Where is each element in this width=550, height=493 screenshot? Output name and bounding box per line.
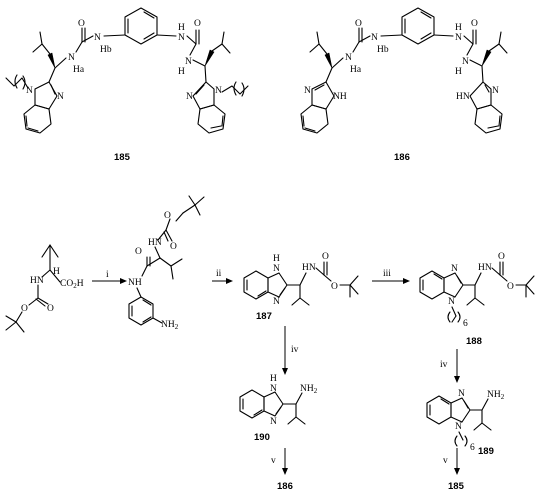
arrowhead: [403, 278, 410, 284]
arrowhead: [454, 468, 460, 475]
atom-n: N: [178, 33, 185, 43]
atom-o: O: [194, 19, 201, 29]
atom-n: N: [462, 57, 469, 67]
structure-188: N N HN O O 6 188: [419, 252, 535, 347]
atom-h: H: [455, 23, 462, 33]
structure-186: N Hb O N Ha N NH N H O N H: [300, 7, 508, 163]
atom-h: H: [178, 67, 185, 77]
atom-nh: NH: [333, 92, 347, 102]
step-label-v: v: [271, 456, 276, 466]
atom-o: O: [471, 19, 478, 29]
atom-hb: Hb: [100, 45, 112, 55]
atom-h: H: [178, 23, 185, 33]
atom-o: O: [47, 304, 54, 314]
step-label-iv: iv: [291, 345, 299, 355]
atom-n: N: [371, 33, 378, 43]
atom-n: N: [455, 33, 462, 43]
atom-n: N: [94, 33, 101, 43]
atom-h: H: [270, 374, 277, 384]
compound-number: 190: [254, 432, 270, 443]
atom-o: O: [164, 211, 171, 221]
atom-n: N: [68, 53, 75, 63]
step-label-iv: iv: [440, 360, 448, 370]
arrowhead: [120, 278, 127, 284]
atom-hn: HN: [478, 263, 492, 273]
compound-number: 189: [478, 446, 494, 457]
compound-number: 186: [277, 481, 293, 492]
atom-o: O: [322, 252, 329, 262]
atom-o: O: [507, 282, 514, 292]
chain-length: 6: [463, 319, 468, 329]
atom-nh2: NH2: [161, 320, 179, 331]
arrowhead: [454, 376, 460, 383]
atom-n: N: [270, 417, 277, 427]
compound-number: 188: [466, 336, 482, 347]
atom-n: N: [185, 57, 192, 67]
arrowhead: [282, 468, 288, 475]
atom-n: N: [26, 86, 33, 96]
atom-n: N: [57, 92, 64, 102]
atom-o: O: [78, 19, 85, 29]
compound-number: 187: [256, 311, 272, 322]
structure-amide-intermediate: O O HN O NH NH2: [128, 195, 205, 331]
atom-o: O: [170, 242, 177, 252]
atom-hn: HN: [302, 263, 316, 273]
atom-o: O: [498, 252, 505, 262]
atom-o: O: [355, 19, 362, 29]
atom-hn: HN: [30, 276, 44, 286]
atom-n: N: [458, 389, 465, 399]
atom-n: N: [492, 86, 499, 96]
step-label-i: i: [106, 270, 109, 280]
atom-h: H: [273, 254, 280, 264]
atom-n: N: [448, 297, 455, 307]
structure-189: N N NH2 6 189: [426, 389, 505, 457]
atom-h: H: [455, 67, 462, 77]
compound-number: 186: [394, 152, 410, 163]
atom-hn: HN: [456, 92, 470, 102]
atom-n: N: [451, 264, 458, 274]
structure-185: N Hb O N Ha N N N H O N: [5, 7, 249, 163]
atom-ha: Ha: [350, 65, 362, 75]
atom-h: H: [53, 267, 60, 277]
step-label-v: v: [443, 456, 448, 466]
arrowhead: [226, 278, 233, 284]
step-label-iii: iii: [383, 269, 391, 279]
compound-number: 185: [448, 481, 465, 492]
atom-n: N: [345, 53, 352, 63]
structure-190: H N N NH2 190: [239, 374, 318, 443]
atom-o: O: [135, 247, 142, 257]
atom-co2h: CO2H: [60, 279, 84, 290]
atom-nh2: NH2: [487, 390, 505, 401]
atom-o: O: [21, 304, 28, 314]
atom-n: N: [455, 422, 462, 432]
atom-n: N: [304, 86, 311, 96]
atom-n: N: [273, 297, 280, 307]
compound-number: 185: [114, 152, 131, 163]
atom-hn: HN: [148, 238, 162, 248]
atom-n: N: [270, 384, 277, 394]
atom-ha: Ha: [73, 65, 85, 75]
atom-n: N: [215, 86, 222, 96]
step-label-ii: ii: [216, 269, 222, 279]
atom-nh: NH: [128, 278, 142, 288]
atom-n: N: [273, 264, 280, 274]
structure-boc-valine: H CO2H HN O O: [5, 244, 84, 333]
chain-length: 6: [470, 443, 475, 453]
atom-n: N: [186, 92, 193, 102]
atom-o: O: [331, 282, 338, 292]
structure-187: H N N HN O O 187: [243, 252, 359, 322]
arrowhead: [282, 368, 288, 375]
atom-nh2: NH2: [300, 384, 318, 395]
atom-hb: Hb: [377, 45, 389, 55]
